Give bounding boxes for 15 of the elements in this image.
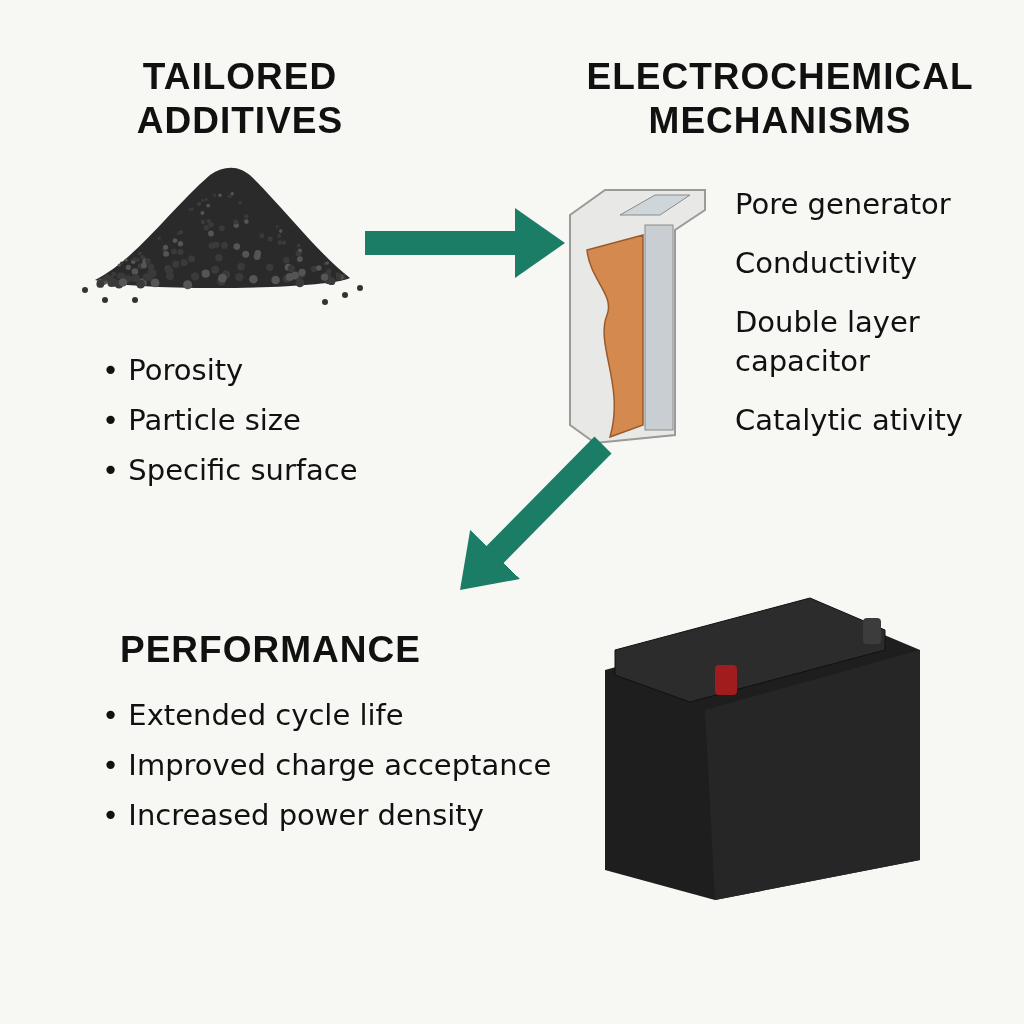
- mechanism-item: Pore generator: [735, 186, 952, 223]
- bullet-item: • Specific surface: [102, 452, 358, 489]
- bullet-item: • Increased power density: [102, 797, 485, 834]
- section-heading: PERFORMANCE: [120, 628, 421, 672]
- section-heading: TAILORED ADDITIVES: [135, 55, 345, 143]
- bullet-item: • Particle size: [102, 402, 302, 439]
- bullet-item: • Improved charge acceptance: [102, 747, 552, 784]
- bullet-item: • Porosity: [102, 352, 245, 389]
- mechanism-item: Conductivity: [735, 245, 919, 282]
- arrow: [460, 436, 612, 590]
- arrow: [365, 208, 565, 278]
- mechanism-item: Double layer capacitor: [735, 304, 921, 380]
- bullet-item: • Extended cycle life: [102, 697, 405, 734]
- section-heading: ELECTROCHEMICAL MECHANISMS: [585, 55, 975, 143]
- mechanism-item: Catalytic ativity: [735, 402, 964, 439]
